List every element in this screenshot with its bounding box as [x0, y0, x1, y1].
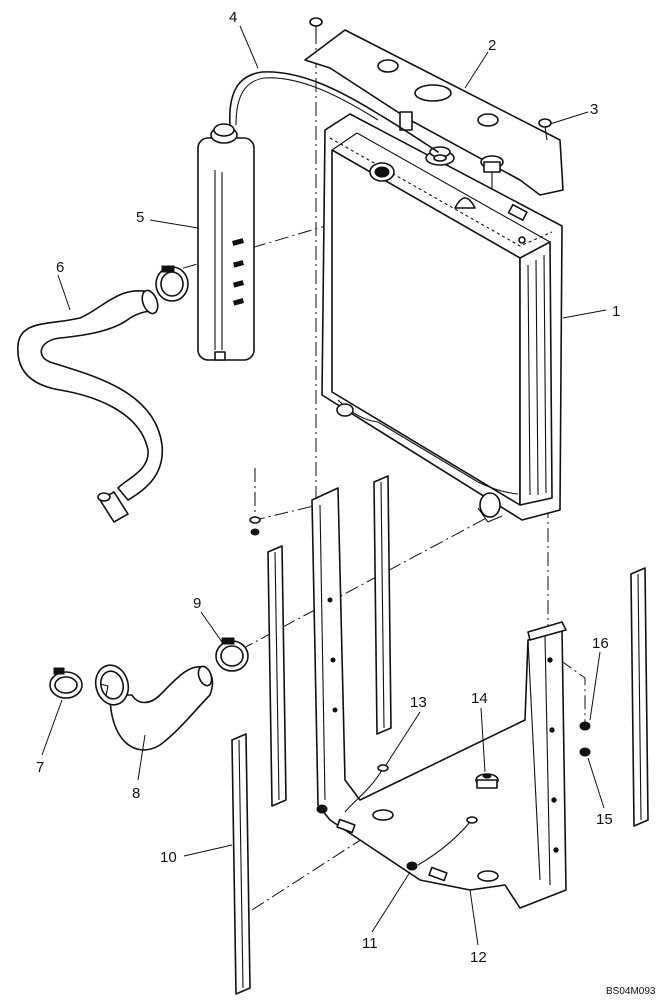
seal-strip-left-lower — [231, 733, 251, 995]
leader-lines — [41, 25, 607, 946]
callout-6: 6 — [56, 259, 64, 276]
fastener-16 — [579, 721, 591, 731]
callout-1: 1 — [612, 303, 620, 320]
callout-14: 14 — [471, 690, 488, 707]
lower-hose-clamp-7 — [49, 667, 83, 699]
lower-hose-clamp-9 — [215, 637, 249, 672]
callout-4: 4 — [229, 9, 237, 26]
upper-radiator-hose — [17, 289, 163, 523]
lower-frame — [311, 487, 567, 909]
fastener-15 — [579, 747, 591, 757]
callout-12: 12 — [470, 949, 487, 966]
callout-9: 9 — [193, 595, 201, 612]
small-fasteners-left — [249, 516, 261, 536]
callout-13: 13 — [410, 694, 427, 711]
callout-labels: 1 2 3 4 5 6 7 8 9 10 11 12 13 14 15 16 — [36, 9, 620, 966]
bolt-top — [309, 17, 323, 38]
nut-11 — [406, 861, 418, 871]
callout-5: 5 — [136, 209, 144, 226]
top-bracket — [304, 29, 564, 196]
ground-wire — [316, 764, 389, 814]
seal-strip-left-upper — [267, 545, 287, 807]
radiator-core — [321, 113, 563, 523]
callout-15: 15 — [596, 811, 613, 828]
isolator-mount — [475, 773, 499, 789]
overflow-hose — [229, 71, 439, 153]
seal-strip-center — [373, 475, 392, 735]
upper-hose-clamp — [155, 265, 189, 302]
callout-8: 8 — [132, 785, 140, 802]
callout-16: 16 — [592, 635, 609, 652]
lower-radiator-hose — [94, 664, 214, 751]
callout-10: 10 — [160, 849, 177, 866]
seal-strip-right — [630, 567, 649, 827]
coolant-recovery-bottle — [197, 123, 255, 361]
callout-2: 2 — [488, 37, 496, 54]
drawing-code: BS04M093 — [606, 986, 656, 997]
callout-11: 11 — [362, 935, 378, 952]
ground-wire-lower — [417, 816, 478, 866]
callout-3: 3 — [590, 101, 598, 118]
bolt-3 — [538, 118, 552, 141]
callout-7: 7 — [36, 759, 44, 776]
